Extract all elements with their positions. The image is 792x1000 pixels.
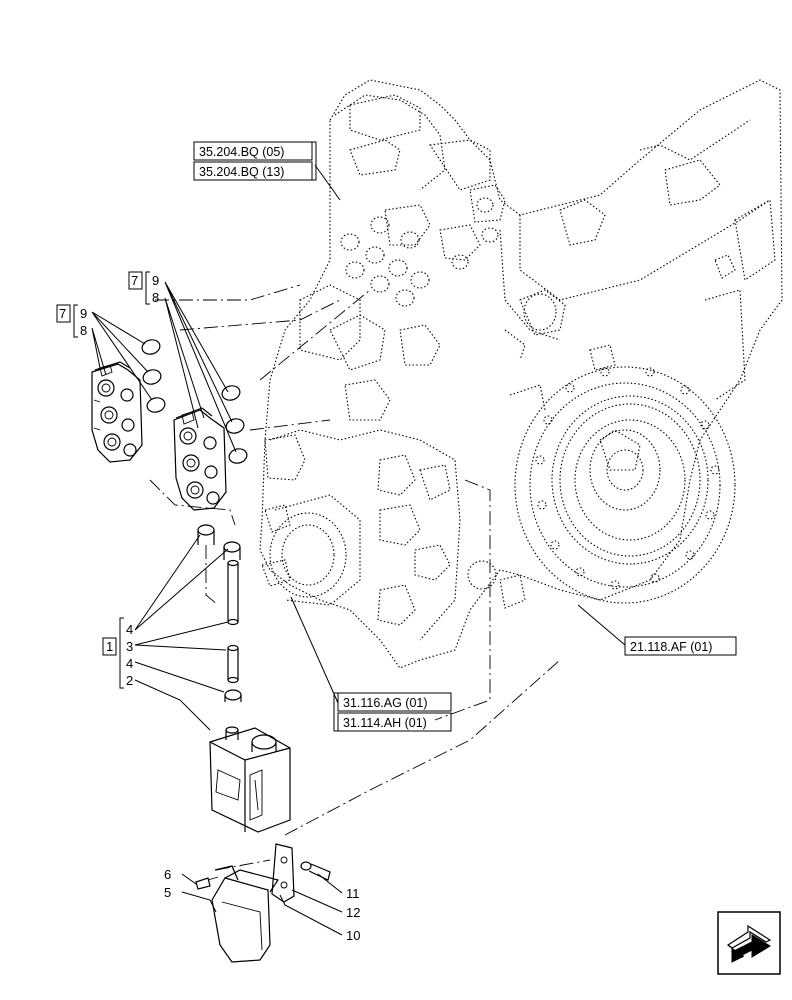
kit-7-upper-number: 7 (131, 273, 138, 288)
kit-1: 1 4 3 4 2 (102, 617, 133, 689)
reference-label-35-204-bq-13: 35.204.BQ (13) (199, 165, 284, 179)
o-rings-right (221, 385, 248, 464)
callout-9-upper: 9 (152, 273, 159, 288)
mounting-bracket (211, 865, 279, 963)
hose-assembly (197, 524, 242, 702)
leader-lines (91, 164, 626, 936)
callout-6: 6 (164, 867, 171, 882)
reference-label-21-118-af-01: 21.118.AF (01) (630, 640, 712, 654)
reference-label-31-116-ag-01: 31.116.AG (01) (343, 696, 428, 710)
callout-8-lower: 8 (80, 323, 87, 338)
assembly-lines (149, 284, 561, 871)
coupler-block-right (173, 407, 227, 511)
reference-35-204-bq-13[interactable]: 35.204.BQ (13) (193, 161, 313, 181)
callout-11: 11 (346, 886, 360, 901)
callout-10: 10 (346, 928, 360, 943)
next-page-arrow-icon[interactable] (717, 911, 781, 975)
callout-8-upper: 8 (152, 290, 159, 305)
o-rings-left (141, 339, 166, 413)
plate-item-12 (271, 843, 295, 903)
callout-4-a: 4 (126, 622, 133, 637)
kit-7-lower-number: 7 (59, 306, 66, 321)
screw-item-11 (300, 861, 331, 881)
coupler-block-left (91, 361, 143, 463)
callout-5: 5 (164, 885, 171, 900)
kit-7-upper: 7 9 8 (128, 271, 159, 305)
reference-label-35-204-bq-05: 35.204.BQ (05) (199, 145, 284, 159)
reference-31-116-ag-01[interactable]: 31.116.AG (01) (337, 692, 452, 712)
kit-7-lower: 7 9 8 (56, 304, 87, 338)
callout-4-b: 4 (126, 656, 133, 671)
callout-9-lower: 9 (80, 306, 87, 321)
reference-label-31-114-ah-01: 31.114.AH (01) (343, 716, 427, 730)
kit-1-number: 1 (106, 639, 113, 654)
reference-35-204-bq-05[interactable]: 35.204.BQ (05) (193, 141, 313, 161)
reference-21-118-af-01[interactable]: 21.118.AF (01) (624, 636, 737, 656)
callout-2: 2 (126, 673, 133, 688)
callout-3: 3 (126, 639, 133, 654)
oil-reservoir (209, 726, 291, 833)
callout-12: 12 (346, 905, 360, 920)
reference-31-114-ah-01[interactable]: 31.114.AH (01) (337, 712, 452, 732)
transmission-housing (259, 79, 783, 669)
bolt-item-6 (195, 876, 219, 890)
